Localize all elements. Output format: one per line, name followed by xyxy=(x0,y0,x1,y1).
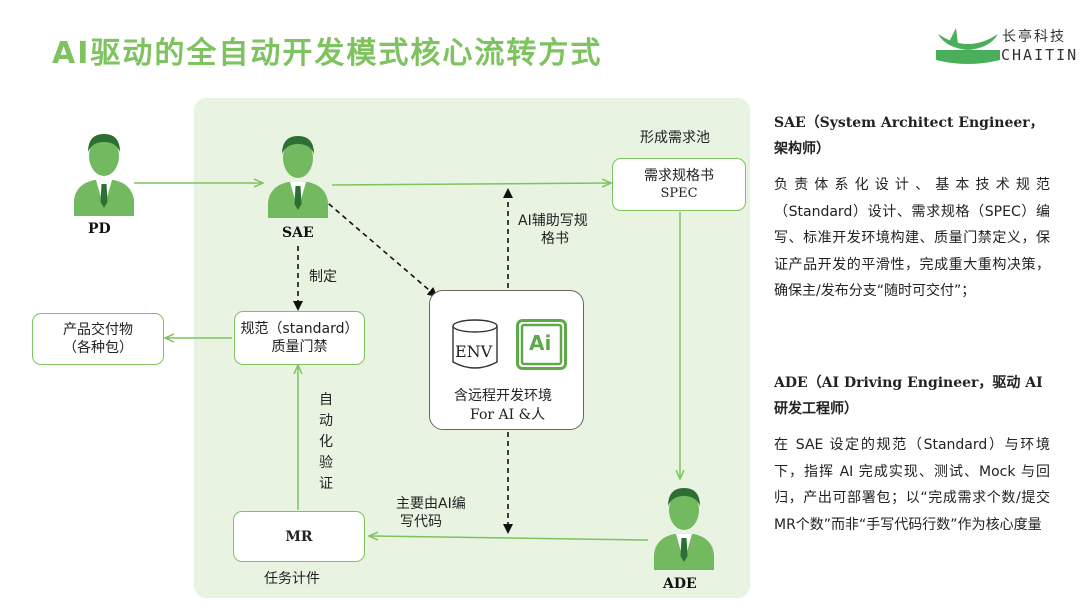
ai-assist-label-1: AI辅助写规 xyxy=(518,213,588,229)
env-subtitle: For AI &人 xyxy=(470,407,546,423)
logo-name-en: CHAITIN xyxy=(1001,46,1079,64)
standard-title: 规范（standard） xyxy=(240,321,359,337)
edge-ade-mr xyxy=(370,536,649,540)
edge-sae-spec xyxy=(331,183,610,185)
page-title: AI驱动的全自动开发模式核心流转方式 xyxy=(52,36,603,71)
auto-verify-char: 验 xyxy=(319,455,333,471)
standard-node: 规范（standard） 质量门禁 xyxy=(234,311,365,365)
database-icon xyxy=(452,319,498,369)
edge-sae-env xyxy=(321,197,438,298)
spec-pool-label: 形成需求池 xyxy=(640,130,710,146)
sae-heading: SAE（System Architect Engineer，架构师） xyxy=(774,115,1044,157)
product-title: 产品交付物 xyxy=(63,322,133,338)
ade-description: ADE（AI Driving Engineer，驱动 AI 研发工程师） 在 S… xyxy=(774,370,1050,538)
ade-label: ADE xyxy=(663,576,697,592)
ai-icon-label: Ai xyxy=(529,331,552,355)
auto-verify-char: 自 xyxy=(319,392,333,408)
spec-node: 需求规格书 SPEC xyxy=(612,158,746,211)
sae-label: SAE xyxy=(282,225,314,241)
pd-person-icon xyxy=(74,134,134,216)
ade-body: 在 SAE 设定的规范（Standard）与环境下，指挥 AI 完成实现、测试、… xyxy=(774,437,1050,533)
auto-verify-char: 动 xyxy=(319,413,333,429)
define-label: 制定 xyxy=(309,269,337,285)
spec-title: 需求规格书 xyxy=(644,167,714,184)
mr-label: MR xyxy=(285,528,313,545)
sae-body: 负责体系化设计、基本技术规范（Standard）设计、需求规格（SPEC）编写、… xyxy=(774,177,1050,299)
product-node: 产品交付物 （各种包） xyxy=(32,313,164,365)
auto-verify-label: 自 动 化 验 证 xyxy=(316,390,336,495)
env-db-label: ENV xyxy=(455,342,493,361)
sae-description: SAE（System Architect Engineer，架构师） 负责体系化… xyxy=(774,110,1050,305)
ade-person-icon xyxy=(654,488,714,570)
product-subtitle: （各种包） xyxy=(63,340,133,356)
ai-assist-label-2: 格书 xyxy=(541,231,569,247)
spec-subtitle: SPEC xyxy=(660,185,698,201)
ai-app-icon xyxy=(516,319,567,370)
ade-heading: ADE（AI Driving Engineer，驱动 AI 研发工程师） xyxy=(774,375,1043,417)
mr-node: MR xyxy=(233,511,365,562)
ai-code-label-2: 写代码 xyxy=(400,514,442,530)
env-title: 含远程开发环境 xyxy=(454,388,552,404)
auto-verify-char: 证 xyxy=(319,476,333,492)
auto-verify-char: 化 xyxy=(319,434,333,450)
logo-name-zh: 长亭科技 xyxy=(1002,29,1066,45)
pd-label: PD xyxy=(88,221,111,237)
chaitin-logo-icon xyxy=(936,28,1000,64)
ai-code-label-1: 主要由AI编 xyxy=(396,496,466,512)
task-label: 任务计件 xyxy=(264,571,320,587)
sae-person-icon xyxy=(268,136,328,218)
standard-subtitle: 质量门禁 xyxy=(271,339,328,355)
